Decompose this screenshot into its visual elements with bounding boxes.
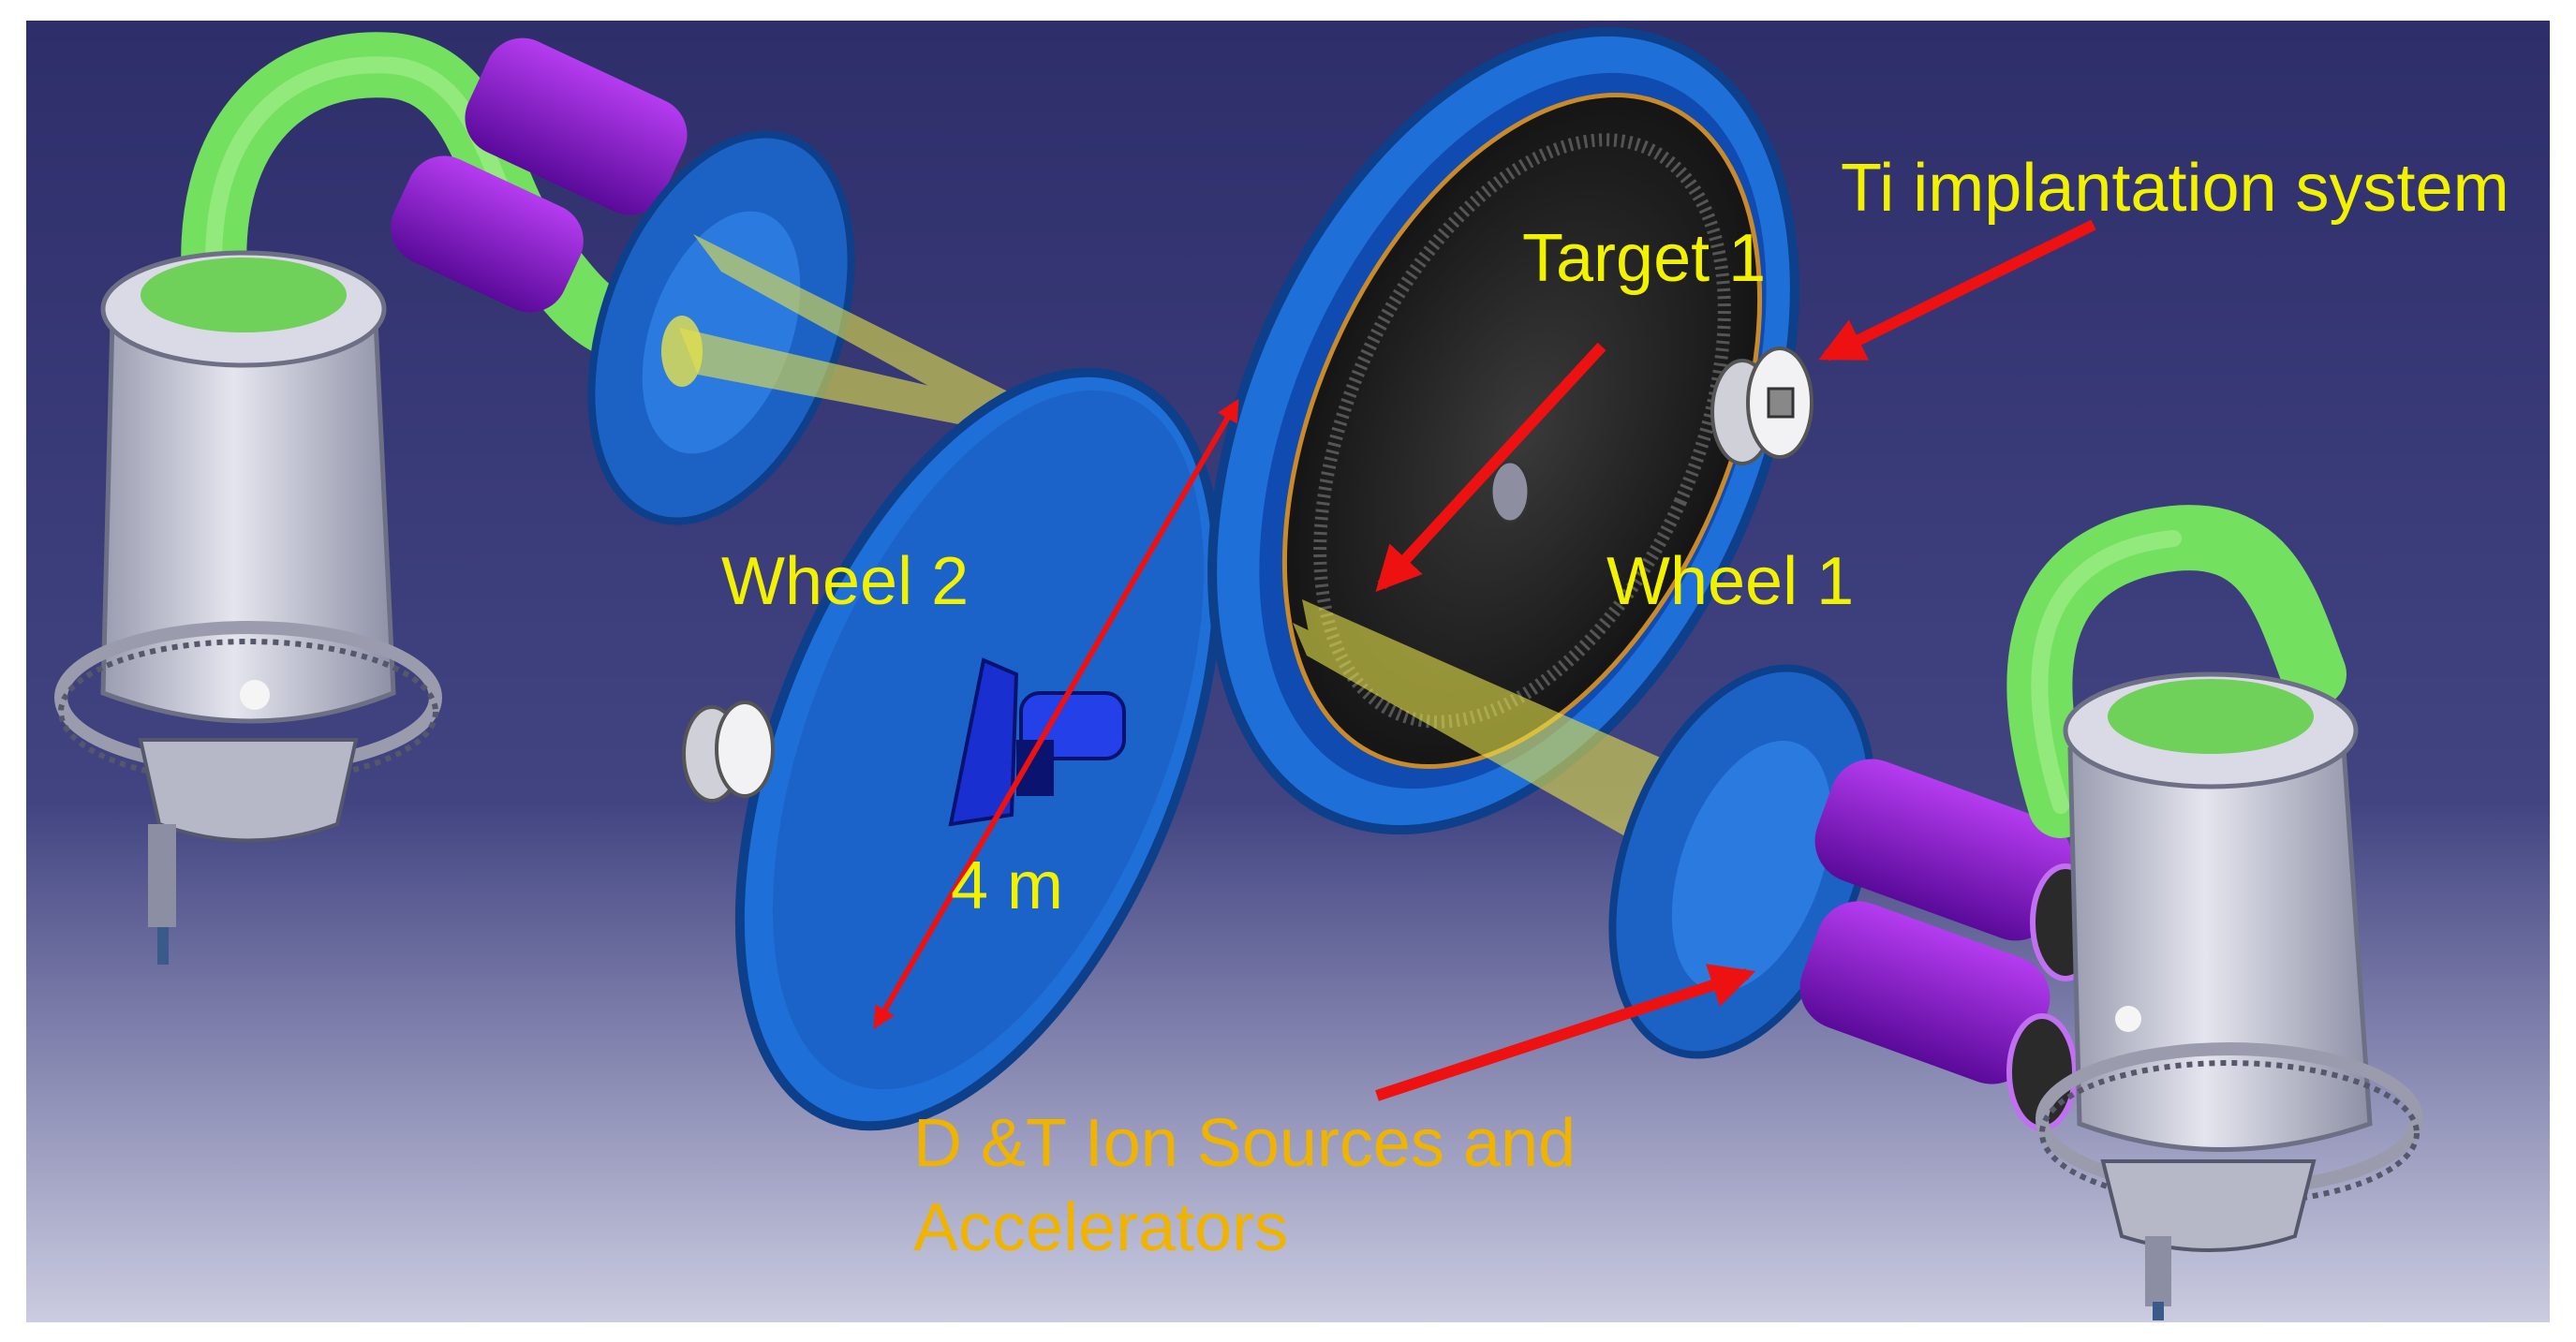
ti-system-arrow — [1818, 219, 2096, 361]
left-accelerator-assembly — [54, 32, 855, 965]
right-accelerator-assembly — [1608, 505, 2423, 1320]
right-grey-housing — [2067, 718, 2373, 1152]
left-grey-housing — [100, 297, 396, 724]
dimension-label: 4 m — [951, 848, 1063, 923]
dimension-arrow — [873, 398, 1239, 1030]
right-purple-accelerators — [1799, 759, 2101, 1131]
target-1-label: Target 1 — [1522, 221, 1766, 296]
ion-sources-arrow — [1375, 964, 1756, 1101]
wheel-1-label: Wheel 1 — [1606, 544, 1854, 619]
ti-implantation-knob — [1710, 347, 1814, 465]
ion-sources-label-line1: D &T Ion Sources and — [913, 1106, 1576, 1181]
left-purple-accelerators — [391, 37, 688, 313]
target-1-arrow — [1375, 342, 1606, 593]
annotation-arrows — [873, 219, 2096, 1101]
right-beams — [1293, 599, 1714, 871]
left-white-knob — [682, 700, 775, 803]
ti-system-label: Ti implantation system — [1841, 151, 2509, 226]
ion-sources-label-line2: Accelerators — [913, 1190, 1288, 1265]
wheel-2-label: Wheel 2 — [721, 544, 969, 619]
